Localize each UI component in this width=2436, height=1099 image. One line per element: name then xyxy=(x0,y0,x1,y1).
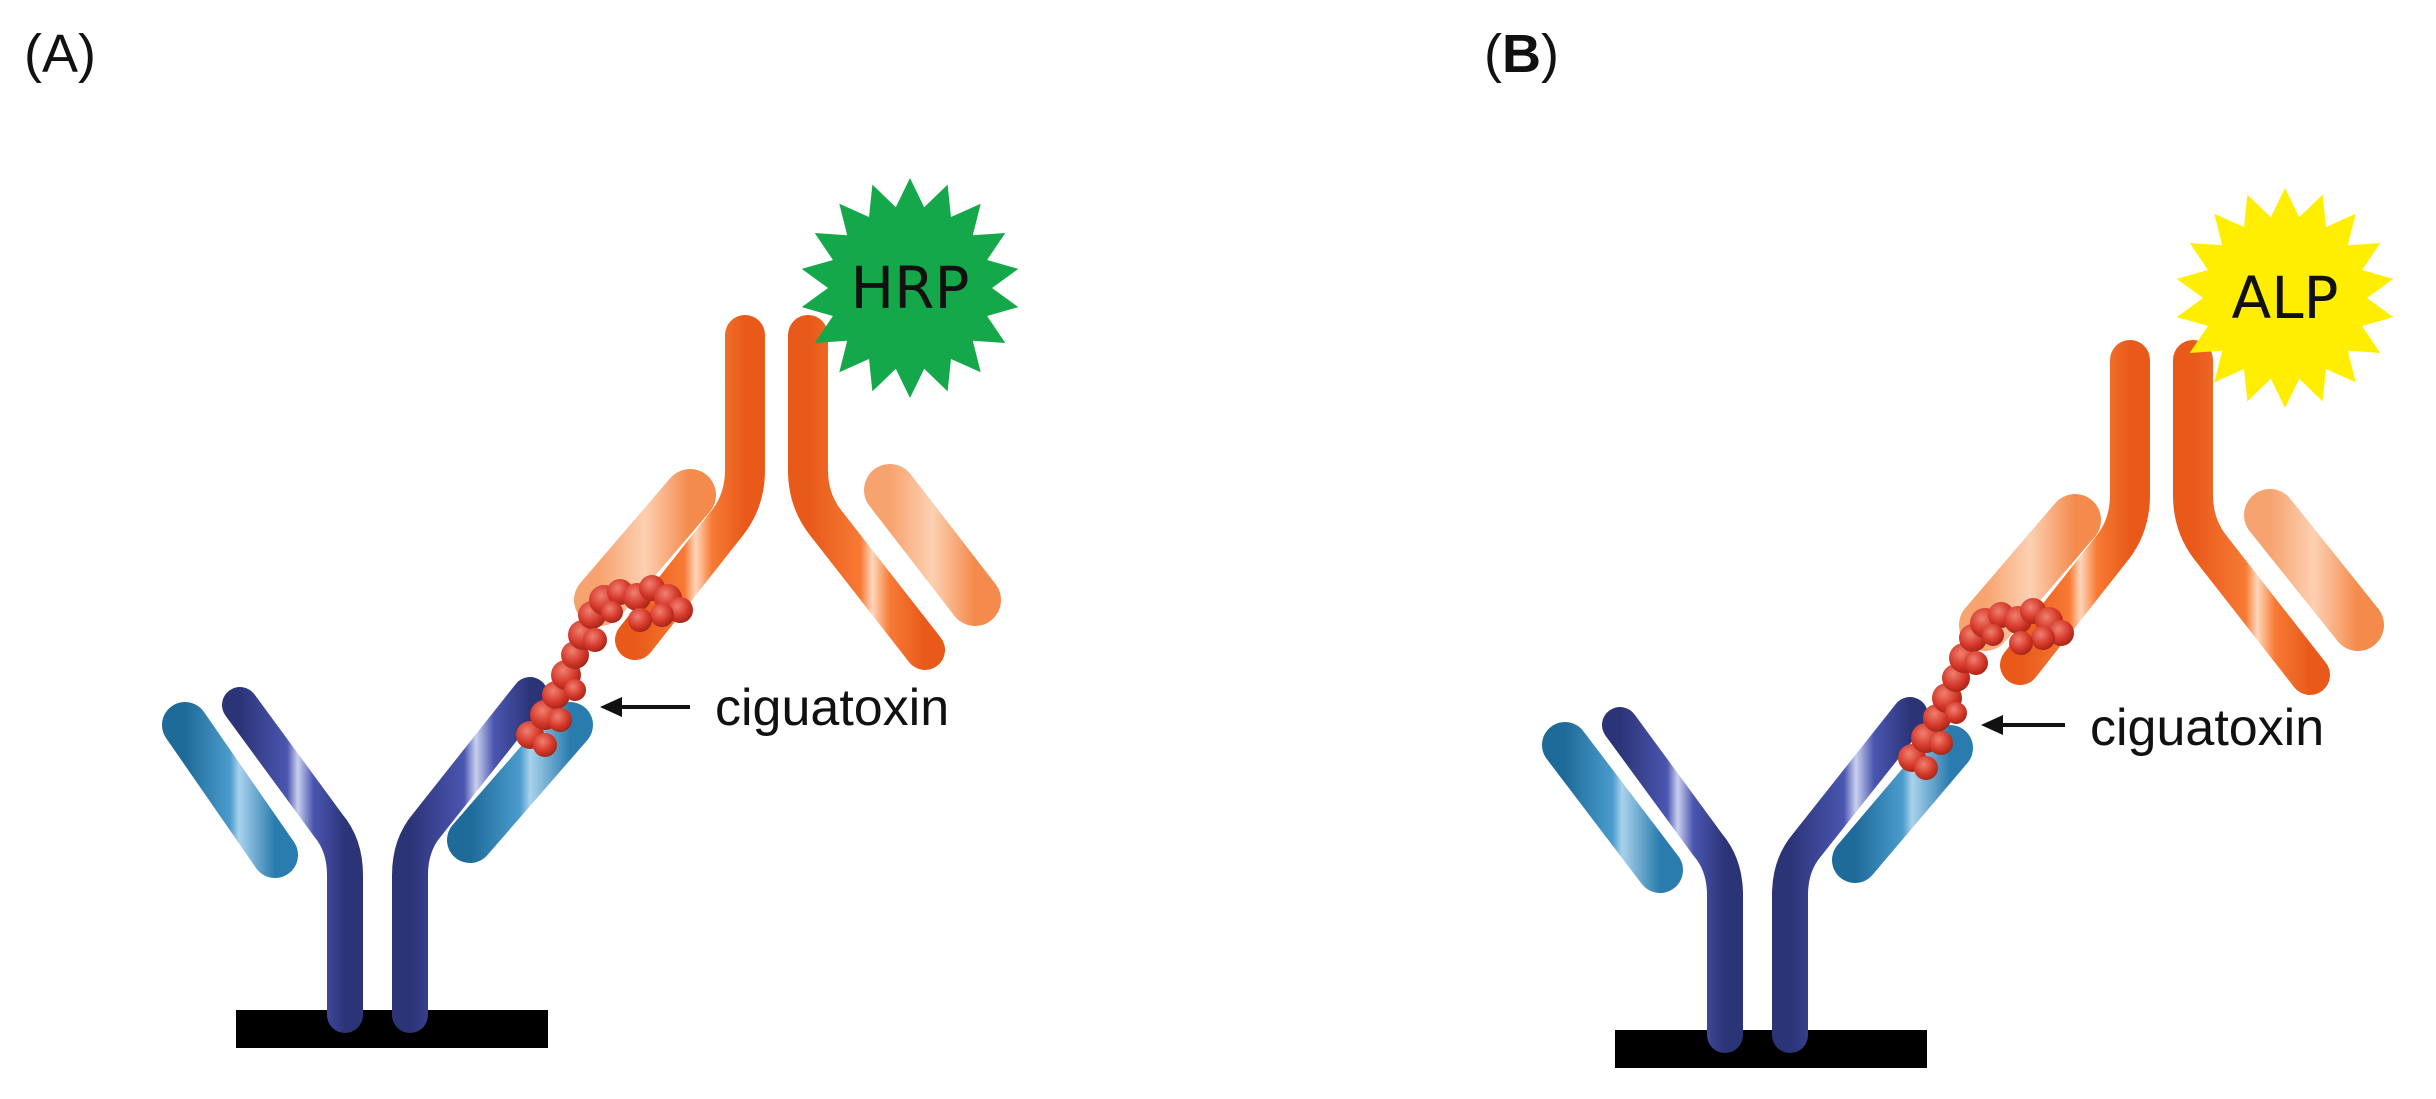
alp-enzyme-badge: ALP xyxy=(2176,188,2394,408)
surface-bar xyxy=(236,1010,548,1048)
panel-b-label: (B) xyxy=(1484,24,1559,84)
surface-bar xyxy=(1615,1030,1927,1068)
capture-antibody xyxy=(162,677,593,1033)
enzyme-starburst xyxy=(801,178,1019,398)
ciguatoxin-molecule xyxy=(1898,598,2074,780)
panel-b: (B) ALP xyxy=(1484,24,2394,1068)
enzyme-label: HRP xyxy=(851,254,970,322)
arrowhead-icon xyxy=(600,697,622,717)
enzyme-label: ALP xyxy=(2232,264,2339,332)
hrp-enzyme-badge: HRP xyxy=(801,178,1019,398)
ciguatoxin-callout: ciguatoxin xyxy=(600,679,949,737)
arrowhead-icon xyxy=(1981,715,2003,735)
panel-a: (A) xyxy=(24,24,1019,1048)
callout-label: ciguatoxin xyxy=(715,679,949,737)
enzyme-starburst xyxy=(2176,188,2394,408)
panel-a-label: (A) xyxy=(24,24,96,84)
capture-antibody xyxy=(1542,697,1973,1053)
ciguatoxin-callout: ciguatoxin xyxy=(1981,699,2324,757)
callout-label: ciguatoxin xyxy=(2090,699,2324,757)
ciguatoxin-molecule xyxy=(516,575,693,757)
